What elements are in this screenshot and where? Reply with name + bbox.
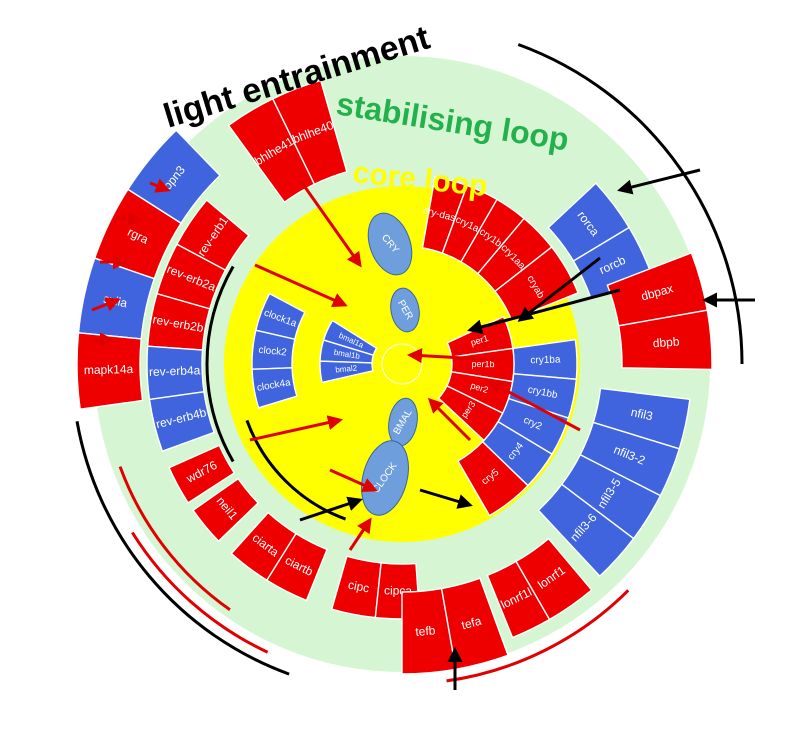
gene-rev-erb4b [148, 391, 215, 453]
gene-ciartb [265, 532, 328, 602]
gene-label-tefa: tefa [460, 614, 483, 633]
gene-rev-erb2a [156, 243, 227, 310]
regulation-arrow-3 [91, 297, 121, 312]
protein-shape [367, 212, 413, 276]
gene-cryab [494, 246, 580, 321]
gene-label-dbpb: dbpb [652, 334, 680, 350]
regulation-arrow-7 [517, 256, 601, 322]
gene-label-per1: per1 [469, 333, 489, 348]
protein-shape [361, 440, 409, 516]
regulation-arrow-13 [419, 488, 473, 509]
regulation-arrow-5 [298, 179, 362, 268]
regulation-arrow-11 [299, 496, 363, 522]
gene-label-cry1ba: cry1ba [530, 354, 561, 366]
gene-label-cipc: cipc [347, 578, 371, 596]
regulation-arrow-14 [427, 397, 472, 442]
regulation-arrow-15 [487, 380, 581, 432]
gene-label-rev-erb4a: rev-erb4a [149, 363, 201, 379]
protein-clock: CLOCK [361, 440, 409, 516]
regulation-arrow-16 [617, 168, 701, 195]
feedback-arc-2 [118, 466, 231, 611]
regulation-arrow-19 [407, 348, 501, 364]
feedback-arc-1 [131, 531, 269, 654]
gene-neil1 [192, 477, 260, 543]
feedback-arc-3 [517, 43, 744, 365]
regulation-arrow-1 [115, 211, 143, 227]
gene-wdr76 [168, 444, 236, 504]
feedback-arc-0 [75, 421, 290, 676]
regulation-arrow-9 [249, 415, 343, 442]
regulation-arrow-12 [348, 517, 372, 551]
gene-clock4a [251, 367, 298, 409]
gene-label-mapk14a: mapk14a [84, 362, 134, 377]
gene-dbpb [617, 309, 713, 371]
gene-tefa [440, 577, 509, 671]
protein-per: PER [390, 287, 420, 333]
regulation-arrow-0 [149, 178, 171, 193]
gene-opn3 [126, 129, 221, 225]
gene-label-bmal1b: bmal1b [333, 348, 361, 361]
gene-label-per1b: per1b [471, 359, 494, 369]
gene-cry5 [457, 440, 529, 517]
gene-label-tefb: tefb [415, 623, 436, 639]
regulation-arrow-10 [329, 468, 378, 492]
gene-bmal2 [319, 360, 374, 384]
regulation-arrow-6 [254, 263, 348, 307]
ring-outer2: rev-erb1rev-erb2arev-erb2brev-erb4arev-e… [146, 182, 713, 675]
core-hub [381, 343, 423, 385]
gene-label-nfil3: nfil3 [630, 405, 655, 423]
feedback-arc-5 [245, 419, 347, 521]
gene-lonrf1l [486, 560, 551, 639]
gene-ciarta [230, 511, 297, 582]
gene-bhlhe41 [227, 97, 316, 204]
gene-nfil3-6 [537, 483, 635, 578]
gene-cipc [330, 555, 382, 619]
gene-tefb [401, 587, 457, 675]
gene-rings: opn3rgrasvilamapk14abhlhe40bhlhe41rev-er… [76, 79, 713, 675]
gene-label-bmal2: bmal2 [335, 363, 358, 374]
gene-rev-erb1 [175, 199, 250, 272]
protein-cry: CRY [367, 212, 413, 276]
regulation-arrows [91, 168, 755, 690]
gene-clock1a [255, 292, 306, 341]
gene-clock2 [251, 329, 296, 370]
feedback-arc-4 [446, 589, 630, 683]
gene-rev-erb4a [146, 345, 205, 401]
gene-label-clock2: clock2 [258, 345, 288, 359]
feedback-arc-7 [205, 265, 235, 463]
gene-rev-erb2b [146, 292, 211, 351]
protein-shape [390, 287, 420, 333]
gene-bhlhe40 [271, 79, 348, 186]
regulation-arrow-8 [467, 288, 621, 335]
